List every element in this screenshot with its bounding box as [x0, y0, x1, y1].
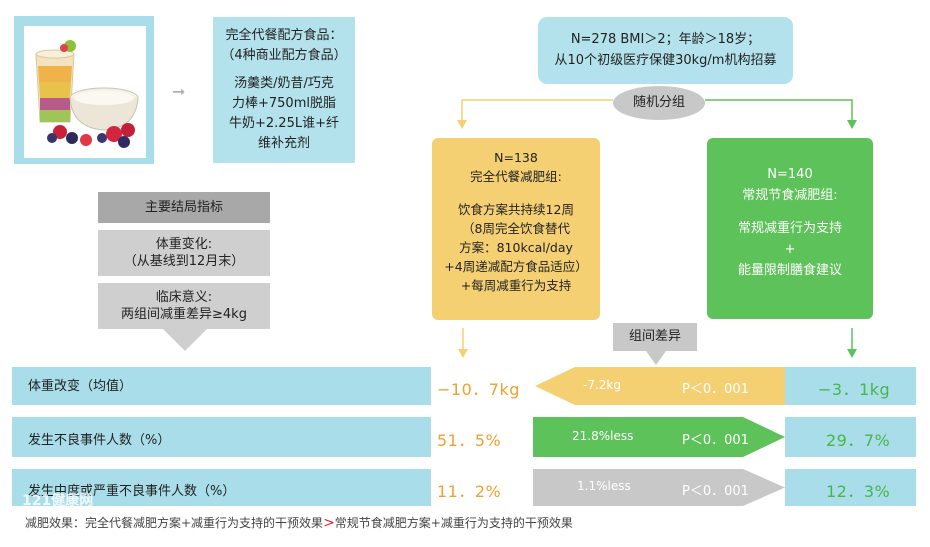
recruitment-source: 从10个初级医疗保健30kg/m机构招募 [554, 53, 777, 68]
meal-group-line-3: 方案：810kcal/day [459, 240, 573, 255]
replacement-detail-2: 力棒+750ml脱脂 [232, 96, 336, 111]
clinical-title: 临床意义: [155, 290, 213, 305]
footer-conclusion: 减肥效果：完全代餐减肥方案+减重行为支持的干预效果>常规节食减肥方案+减重行为支… [25, 514, 573, 531]
between-group-label: 组间差异 [613, 323, 697, 351]
weight-change-box: 体重变化: （从基线到12月末） [98, 230, 270, 276]
diff-arrow-right [533, 417, 785, 457]
between-group-pointer [646, 351, 666, 365]
replacement-detail-4: 维补充剂 [257, 136, 310, 151]
row-label: 发生不良事件人数（%） [28, 433, 171, 448]
meal-replacement-photo [35, 40, 139, 148]
diet-group-plus: + [784, 242, 796, 257]
weight-change-title: 体重变化: [155, 237, 213, 252]
randomization-node: 随机分组 [613, 86, 705, 120]
recruitment-criteria: N=278 BMI＞2；年龄＞18岁； [570, 32, 761, 47]
meal-group-line-2: （8周完全饮食替代 [462, 221, 570, 236]
diet-group-title: 常规节食减肥组: [742, 188, 838, 203]
diet-value: −3．1kg [818, 380, 891, 399]
meal-group-n: N=138 [494, 150, 538, 165]
meal-replacement-group: N=138 完全代餐减肥组: 饮食方案共持续12周 （8周完全饮食替代 方案：8… [432, 138, 600, 320]
diff-value: 21.8%less [572, 429, 634, 443]
footer-right: 常规节食减肥方案+减重行为支持的干预效果 [334, 516, 573, 530]
diet-group-line-2: 能量限制膳食建议 [737, 263, 842, 278]
meal-value: −10．7kg [437, 380, 520, 399]
diet-group-n: N=140 [767, 167, 813, 182]
primary-outcome-header: 主要结局指标 [98, 192, 270, 223]
p-value: P＜0．001 [682, 433, 749, 448]
row-label: 体重改变（均值） [28, 379, 133, 394]
meal-replacement-box: 完全代餐配方食品： （4种商业配方食品） 汤羹类/奶昔/巧克 力棒+750ml脱… [213, 17, 355, 163]
recruitment-box: N=278 BMI＞2；年龄＞18岁； 从10个初级医疗保健30kg/m机构招募 [538, 17, 793, 84]
replacement-detail-3: 牛奶+2.25L谁+纤 [229, 116, 339, 131]
arrow-right-icon: ➞ [172, 82, 186, 101]
row-label: 发生中度或严重不良事件人数（%） [28, 484, 236, 499]
meal-value: 11．2% [437, 482, 502, 501]
greater-than-sign: > [323, 515, 335, 531]
clinical-significance-box: 临床意义: 两组间减重差异≥4kg [98, 283, 270, 329]
replacement-detail-1: 汤羹类/奶昔/巧克 [234, 76, 334, 91]
p-value: P＜0．001 [682, 382, 749, 397]
clinical-pointer [163, 329, 207, 351]
diet-value: 29．7% [826, 431, 891, 450]
diff-arrow-right-grey [533, 469, 785, 506]
diet-group-line-1: 常规减重行为支持 [737, 221, 842, 236]
p-value: P＜0．001 [682, 484, 749, 499]
diff-value: 1.1%less [577, 479, 631, 493]
diff-value: -7.2kg [583, 378, 621, 392]
meal-group-line-1: 饮食方案共持续12周 [458, 202, 574, 217]
footer-left: 减肥效果：完全代餐减肥方案+减重行为支持的干预效果 [25, 516, 324, 530]
diet-value: 12．3% [826, 482, 891, 501]
meal-group-line-4: +4周递减配方食品适应） [444, 259, 588, 274]
weight-change-period: （从基线到12月末） [123, 254, 245, 269]
conventional-diet-group: N=140 常规节食减肥组: 常规减重行为支持 + 能量限制膳食建议 [707, 138, 873, 319]
diff-arrow-left [535, 367, 785, 405]
watermark: 121健康网 [22, 493, 94, 509]
replacement-title: 完全代餐配方食品： [225, 28, 343, 43]
meal-group-line-5: +每周减重行为支持 [460, 278, 572, 293]
clinical-threshold: 两组间减重差异≥4kg [121, 307, 247, 322]
meal-value: 51．5% [437, 431, 502, 450]
replacement-subtitle: （4种商业配方食品） [221, 48, 347, 63]
meal-group-title: 完全代餐减肥组: [470, 169, 562, 184]
